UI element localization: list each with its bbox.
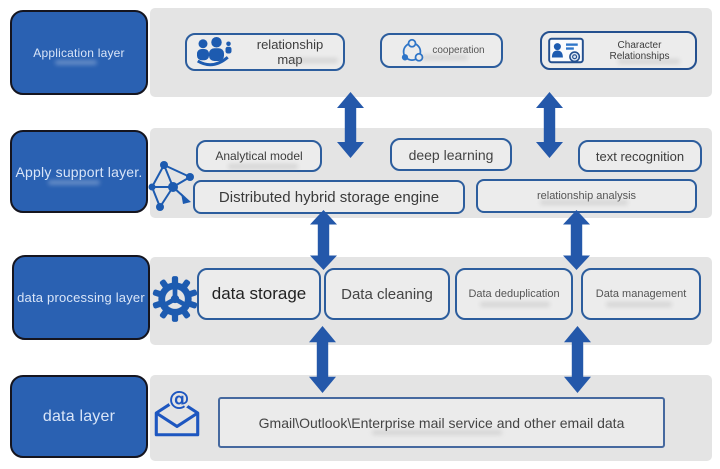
- bidirectional-arrow: [563, 210, 590, 270]
- data-cleaning-box: Data cleaning: [324, 268, 450, 320]
- bidirectional-arrow: [309, 326, 336, 393]
- deep-learning-label: deep learning: [408, 146, 494, 163]
- relationship-map-box: relationship map: [185, 33, 345, 71]
- gear-icon: [150, 274, 200, 329]
- email-data-source-box: Gmail\Outlook\Enterprise mail service an…: [218, 397, 665, 448]
- share-network-icon: [398, 38, 426, 64]
- data-storage-label: data storage: [211, 284, 307, 303]
- text-recognition-box: text recognition: [578, 140, 702, 172]
- data-layer-label-box: data layer: [10, 375, 148, 458]
- cooperation-box: cooperation: [380, 33, 503, 68]
- bidirectional-arrow: [337, 92, 364, 158]
- character-relationships-label: Character Relationships: [609, 39, 670, 62]
- application-layer-label: Application layer: [33, 45, 125, 60]
- data-layer-label: data layer: [42, 407, 116, 425]
- data-management-label: Data management: [595, 288, 687, 300]
- bidirectional-arrow: [310, 210, 337, 270]
- data-deduplication-label: Data deduplication: [468, 288, 560, 300]
- apply-support-layer-label: Apply support layer.: [15, 163, 143, 180]
- relationship-map-label: relationship map: [256, 37, 324, 67]
- data-processing-layer-label-box: data processing layer: [12, 255, 150, 340]
- relationship-analysis-label: relationship analysis: [536, 190, 637, 202]
- bidirectional-arrow: [564, 326, 591, 393]
- character-relationships-box: Character Relationships: [540, 31, 697, 70]
- application-layer-label-box: Application layer: [10, 10, 148, 95]
- bidirectional-arrow: [536, 92, 563, 158]
- data-management-box: Data management: [581, 268, 701, 320]
- email-data-source-label: Gmail\Outlook\Enterprise mail service an…: [258, 414, 625, 431]
- data-cleaning-label: Data cleaning: [341, 285, 433, 303]
- text-recognition-label: text recognition: [595, 148, 685, 164]
- cooperation-label: cooperation: [432, 45, 485, 56]
- data-processing-layer-label: data processing layer: [17, 290, 145, 305]
- analytical-model-label: Analytical model: [215, 149, 303, 163]
- distributed-hybrid-storage-engine-label: Distributed hybrid storage engine: [218, 188, 440, 206]
- analytical-model-box: Analytical model: [196, 140, 322, 172]
- svg-text:@: @: [169, 387, 190, 411]
- relationship-analysis-box: relationship analysis: [476, 179, 697, 213]
- id-card-icon: [548, 37, 584, 64]
- people-group-icon: [193, 37, 237, 67]
- data-deduplication-box: Data deduplication: [455, 268, 573, 320]
- deep-learning-box: deep learning: [390, 138, 512, 171]
- email-at-icon: @: [148, 384, 206, 447]
- apply-support-layer-label-box: Apply support layer.: [10, 130, 148, 213]
- data-storage-box: data storage: [197, 268, 321, 320]
- distributed-hybrid-storage-engine-box: Distributed hybrid storage engine: [193, 180, 465, 214]
- graph-network-icon: [142, 156, 204, 223]
